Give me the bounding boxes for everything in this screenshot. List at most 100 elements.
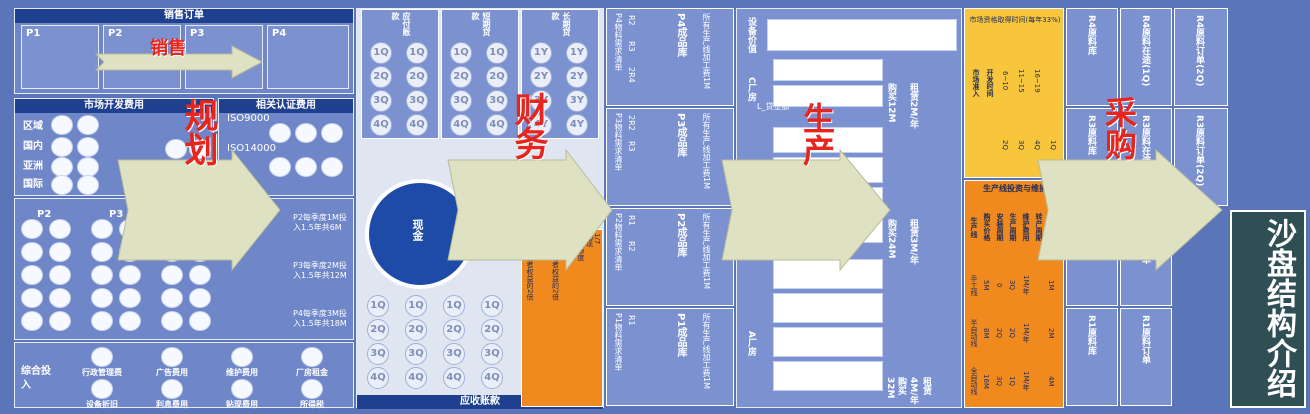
rd-token[interactable] [119, 265, 141, 285]
rd-token[interactable] [21, 288, 43, 308]
a-plant-slot[interactable] [773, 327, 883, 357]
finance-coin[interactable]: 1Y [530, 42, 552, 64]
rd-token[interactable] [21, 219, 43, 239]
rd-token[interactable] [91, 311, 113, 331]
rd-token[interactable] [189, 311, 211, 331]
rd-token[interactable] [49, 288, 71, 308]
rd-token[interactable] [49, 242, 71, 262]
rd-token[interactable] [49, 219, 71, 239]
raw-stock-box[interactable]: R1原料库 [1066, 308, 1118, 406]
order-col-p4[interactable]: P4 [267, 25, 349, 89]
finance-coin[interactable]: 2Q [370, 66, 392, 88]
cert-token[interactable] [295, 123, 317, 143]
market-token[interactable] [165, 139, 187, 159]
overhead-token[interactable] [231, 379, 253, 399]
rd-token[interactable] [189, 265, 211, 285]
rd-token[interactable] [91, 242, 113, 262]
c-plant-slot[interactable] [773, 59, 883, 81]
finance-coin[interactable]: 1Q [486, 42, 508, 64]
overhead-token[interactable] [301, 379, 323, 399]
finance-coin[interactable]: 3Q [370, 90, 392, 112]
receivable-coin[interactable]: 2Q [405, 319, 427, 341]
market-token[interactable] [189, 139, 211, 159]
finance-coin[interactable]: 4Q [450, 114, 472, 136]
rd-token[interactable] [189, 288, 211, 308]
a-plant-slot[interactable] [773, 361, 883, 391]
receivable-coin[interactable]: 3Q [405, 343, 427, 365]
receivable-coin[interactable]: 4Q [405, 367, 427, 389]
finance-coin[interactable]: 2Q [450, 66, 472, 88]
finance-coin[interactable]: 2Q [486, 66, 508, 88]
market-token[interactable] [77, 175, 99, 195]
rd-token[interactable] [161, 311, 183, 331]
finance-coin[interactable]: 1Q [406, 42, 428, 64]
equipment-slot[interactable] [767, 19, 957, 51]
receivable-coin[interactable]: 2Q [443, 319, 465, 341]
receivable-coin[interactable]: 2Q [481, 319, 503, 341]
rd-token[interactable] [119, 311, 141, 331]
finance-coin[interactable]: 4Q [486, 114, 508, 136]
finance-coin[interactable]: 4Q [370, 114, 392, 136]
finance-coin[interactable]: 4Y [530, 114, 552, 136]
cert-token[interactable] [321, 157, 343, 177]
market-token[interactable] [77, 115, 99, 135]
rd-token[interactable] [49, 265, 71, 285]
rd-token[interactable] [21, 242, 43, 262]
raw-far-box[interactable]: R4原料订单(2Q) [1174, 8, 1228, 106]
c-plant-slot[interactable] [773, 85, 883, 107]
rd-token[interactable] [91, 288, 113, 308]
receivable-coin[interactable]: 3Q [481, 343, 503, 365]
rd-token[interactable] [91, 219, 113, 239]
rd-token[interactable] [119, 288, 141, 308]
finance-coin[interactable]: 2Q [406, 66, 428, 88]
receivable-coin[interactable]: 2Q [367, 319, 389, 341]
receivable-coin[interactable]: 1Q [481, 295, 503, 317]
market-token[interactable] [51, 175, 73, 195]
market-token[interactable] [51, 115, 73, 135]
receivable-coin[interactable]: 1Q [405, 295, 427, 317]
rd-token[interactable] [21, 311, 43, 331]
cert-token[interactable] [269, 157, 291, 177]
overhead-token[interactable] [161, 379, 183, 399]
receivable-coin[interactable]: 4Q [481, 367, 503, 389]
raw-stock-box[interactable]: R4原料库 [1066, 8, 1118, 106]
finance-coin[interactable]: 4Y [566, 114, 588, 136]
b-plant-slot[interactable] [773, 127, 883, 153]
finance-coin[interactable]: 2Y [566, 66, 588, 88]
finance-coin[interactable]: 1Q [450, 42, 472, 64]
overhead-token[interactable] [91, 379, 113, 399]
finance-coin[interactable]: 1Q [370, 42, 392, 64]
rd-token[interactable] [21, 265, 43, 285]
receivable-coin[interactable]: 3Q [367, 343, 389, 365]
receivable-coin[interactable]: 4Q [443, 367, 465, 389]
finance-coin[interactable]: 3Q [450, 90, 472, 112]
receivable-coin[interactable]: 1Q [443, 295, 465, 317]
overhead-token[interactable] [91, 347, 113, 367]
finance-coin[interactable]: 3Y [530, 90, 552, 112]
rd-token[interactable] [161, 288, 183, 308]
rd-token[interactable] [49, 311, 71, 331]
overhead-token[interactable] [231, 347, 253, 367]
a-plant-slot[interactable] [773, 259, 883, 289]
finance-coin[interactable]: 1Y [566, 42, 588, 64]
finance-coin[interactable]: 3Y [566, 90, 588, 112]
cert-token[interactable] [269, 123, 291, 143]
overhead-token[interactable] [301, 347, 323, 367]
receivable-coin[interactable]: 3Q [443, 343, 465, 365]
finance-coin[interactable]: 3Q [406, 90, 428, 112]
raw-order-box[interactable]: R1原料订单 [1120, 308, 1172, 406]
market-token[interactable] [51, 137, 73, 157]
overhead-token[interactable] [161, 347, 183, 367]
a-plant-slot[interactable] [773, 293, 883, 323]
finance-coin[interactable]: 4Q [406, 114, 428, 136]
rd-token[interactable] [161, 265, 183, 285]
receivable-coin[interactable]: 4Q [367, 367, 389, 389]
finance-coin[interactable]: 2Y [530, 66, 552, 88]
cert-token[interactable] [321, 123, 343, 143]
order-col-p1[interactable]: P1 [21, 25, 99, 89]
receivable-coin[interactable]: 1Q [367, 295, 389, 317]
market-token[interactable] [77, 137, 99, 157]
